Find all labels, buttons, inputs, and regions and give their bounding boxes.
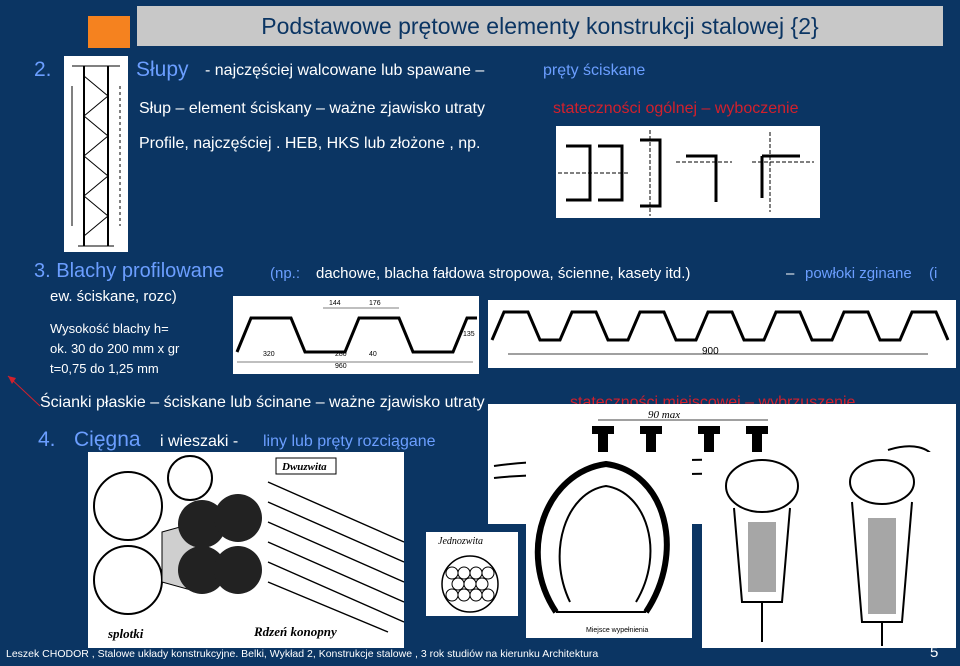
section-3-heading: 3. Blachy profilowane: [34, 260, 225, 282]
label-dwuzwita: Dwuzwita: [281, 461, 327, 473]
section-4-number: 4.: [38, 428, 56, 451]
section-3-paren: (np.:: [270, 265, 301, 282]
sheet-height-2: ok. 30 do 200 mm x gr: [50, 341, 180, 356]
section-4-heading: Cięgna: [74, 428, 141, 451]
section-2-heading: Słupy: [136, 58, 189, 81]
column-drawing: [64, 56, 128, 252]
dim-135: 135: [463, 331, 475, 338]
single-lay-rope-drawing: Jednozwita: [426, 532, 518, 616]
label-note: Miejsce wypełnienia: [586, 627, 648, 634]
section-4-blue: liny lub pręty rozciągane: [263, 433, 436, 450]
profile-sections-drawing: [556, 126, 820, 218]
title-bar: [137, 6, 943, 46]
section-3-blue-tail: powłoki zginane: [805, 265, 912, 282]
dim-40: 40: [369, 351, 377, 358]
footer-text: Leszek CHODOR , Stalowe układy konstrukc…: [6, 648, 599, 660]
sheet-height-3: t=0,75 do 1,25 mm: [50, 361, 159, 376]
section-3-dash: –: [786, 265, 795, 282]
dim-960: 960: [335, 363, 347, 370]
label-jednozwita: Jednozwita: [438, 536, 483, 547]
dim-320: 320: [263, 351, 275, 358]
section-2-line2: Słup – element ściskany – ważne zjawisko…: [139, 100, 485, 117]
page-title: Podstawowe prętowe elementy konstrukcji …: [261, 13, 819, 39]
section-2-number: 2.: [34, 58, 52, 81]
section-2-line3: Profile, najczęściej . HEB, HKS lub złoż…: [139, 135, 481, 152]
section-4-rest: i wieszaki -: [160, 433, 239, 450]
dim-900: 900: [702, 346, 719, 357]
trapezoid-sheet-drawing-1: 144 176 135 320 280 40 960: [233, 296, 479, 374]
thimble-drawing: Miejsce wypełnienia: [526, 452, 692, 638]
arrow-line: [4, 360, 44, 410]
section-2-desc: - najczęściej walcowane lub spawane –: [205, 62, 485, 79]
section-3-examples: dachowe, blacha fałdowa stropowa, ścienn…: [316, 265, 691, 282]
section-3-tail: (i: [929, 265, 938, 282]
label-rdzen: Rdzeń konopny: [253, 624, 337, 639]
trapezoid-sheet-drawing-2: 900: [488, 300, 956, 368]
label-90max: 90 max: [648, 409, 680, 421]
dim-280: 280: [335, 351, 347, 358]
section-3-line2: ew. ściskane, rozc): [50, 288, 177, 305]
rope-cross-section-drawing: Dwuzwita splotki Rdzeń konopny: [88, 452, 405, 648]
accent-square: [88, 16, 130, 48]
walls-text: Ścianki płaskie – ściskane lub ścinane –…: [40, 394, 485, 411]
label-splotki: splotki: [107, 626, 144, 641]
dim-144: 144: [329, 300, 341, 307]
page-number: 5: [930, 644, 939, 661]
section-2-line2-red: stateczności ogólnej – wyboczenie: [553, 100, 799, 117]
section-2-desc-blue: pręty ściskane: [543, 62, 646, 79]
socket-fitting-drawing: [702, 452, 956, 648]
dim-176: 176: [369, 300, 381, 307]
sheet-height-1: Wysokość blachy h=: [50, 321, 169, 336]
